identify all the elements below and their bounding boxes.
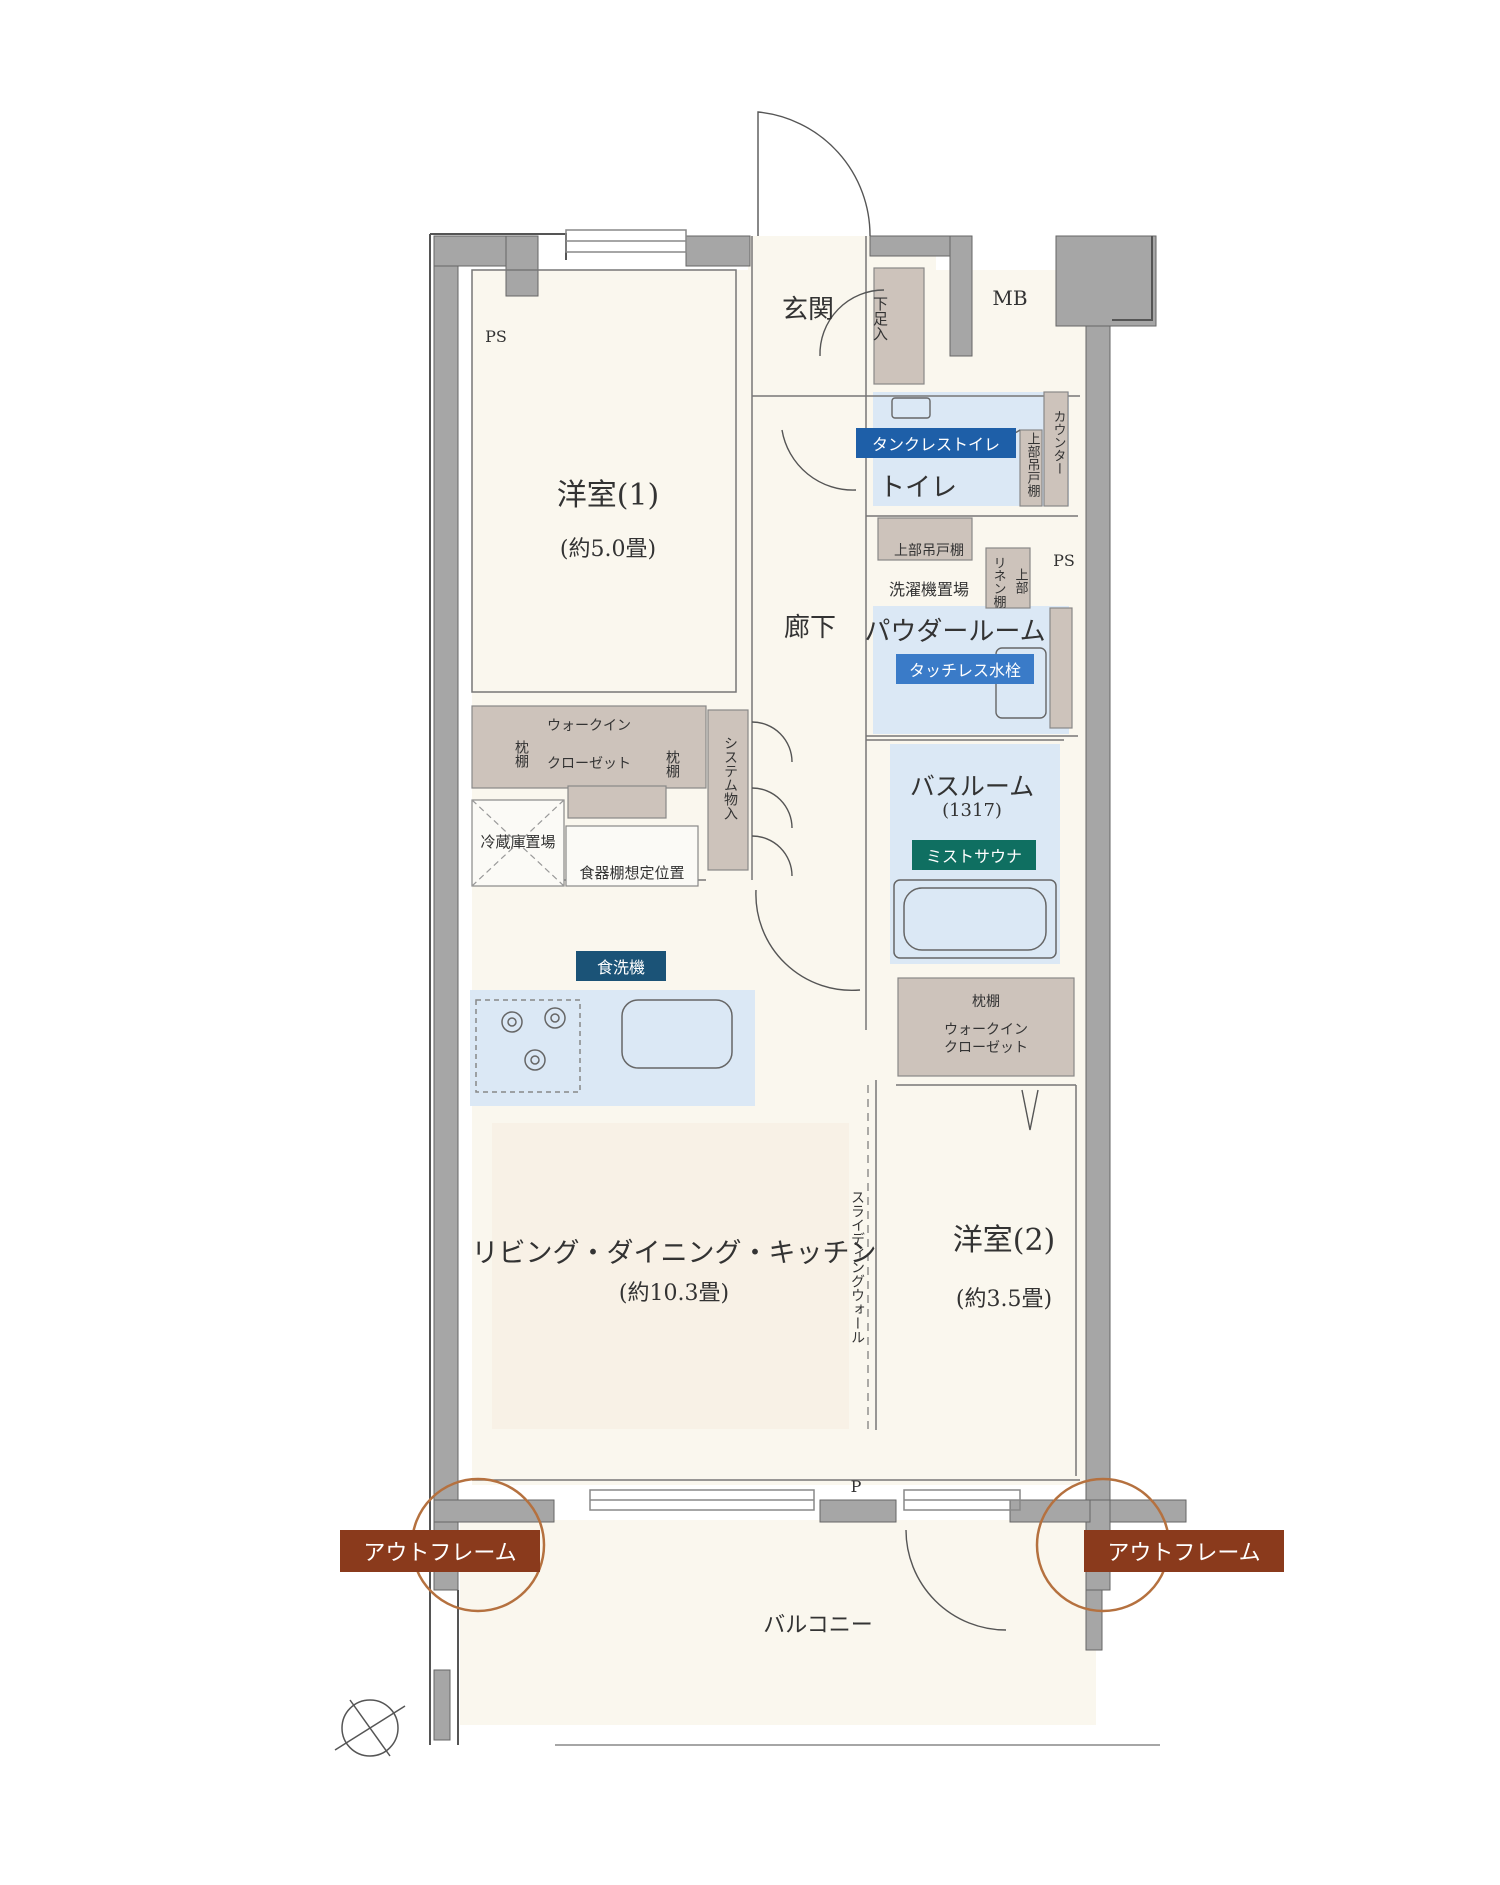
wall-east <box>1085 325 1111 1517</box>
ldk-rug <box>492 1123 849 1429</box>
label-wic2b: クローゼット <box>944 1040 1028 1056</box>
label-system: システム物入 <box>722 736 738 820</box>
north-arrow-icon <box>334 1699 406 1757</box>
label-sliding: スライディングウォール <box>849 1190 865 1344</box>
badge-outframe-left-text: アウトフレーム <box>363 1541 516 1566</box>
badge-dishwasher-text: 食洗機 <box>597 958 645 977</box>
room-powder: パウダールーム <box>864 617 1045 647</box>
vertical-labels: 下足入 カウンター 上部吊戸棚 リネン棚 上部 枕棚 枕棚 システム物入 スライ… <box>513 296 1066 1344</box>
windows <box>565 229 1021 1511</box>
kitchen-sink <box>621 999 733 1069</box>
label-laundry: 洗濯機置場 <box>889 580 969 599</box>
labels: 洋室(1) (約5.0畳) 洋室(2) (約3.5畳) リビング・ダイニング・キ… <box>472 286 1075 1638</box>
label-dish: 食器棚想定位置 <box>579 864 684 882</box>
badge-touchless-text: タッチレス水栓 <box>909 661 1021 680</box>
wic2-block <box>897 977 1075 1077</box>
room-toilet: トイレ <box>879 473 957 503</box>
label-upper-cabinet-laundry: 上部吊戸棚 <box>894 543 964 559</box>
room-western2-size: (約3.5畳) <box>956 1287 1052 1312</box>
label-wic1b: クローゼット <box>547 756 631 772</box>
stove-burners <box>475 999 581 1093</box>
label-fridge: 冷蔵庫置場 <box>480 833 555 851</box>
room-western1-size: (約5.0畳) <box>560 537 656 562</box>
room-bath-size: (1317) <box>942 800 1002 821</box>
label-linen: リネン棚 <box>991 556 1007 608</box>
badge-dishwasher <box>576 951 666 981</box>
label-wic2: ウォークイン <box>944 1022 1028 1038</box>
badge-tankless <box>856 428 1016 458</box>
bathtub <box>893 879 1057 959</box>
entrance-inner-door[interactable] <box>819 289 885 357</box>
badge-tankless-text: タンクレストイレ <box>872 435 1000 454</box>
wall-west <box>433 235 459 1517</box>
label-wic2-pillow: 枕棚 <box>972 994 1000 1010</box>
walls <box>433 235 1187 1741</box>
label-p: P <box>851 1477 862 1496</box>
label-ps-left: PS <box>485 327 507 346</box>
room-western1-name: 洋室(1) <box>557 478 660 513</box>
badge-touchless <box>896 654 1034 684</box>
dish-area <box>565 825 699 887</box>
toilet-door[interactable] <box>781 429 857 491</box>
balcony-door[interactable] <box>905 1529 1007 1631</box>
label-linen-upper: 上部 <box>1013 568 1029 594</box>
partitions <box>471 236 1080 1481</box>
label-wic1: ウォークイン <box>547 718 631 734</box>
room-entrance: 玄関 <box>782 295 834 325</box>
label-pillow-left: 枕棚 <box>513 740 529 768</box>
room-ldk-name: リビング・ダイニング・キッチン <box>472 1238 877 1269</box>
label-counter: カウンター <box>1051 410 1066 475</box>
room-western2-name: 洋室(2) <box>953 1223 1056 1258</box>
badge-mist <box>912 840 1036 870</box>
label-shoe: 下足入 <box>871 296 889 341</box>
badge-mist-text: ミストサウナ <box>926 847 1022 866</box>
badge-outframe-left <box>340 1530 540 1572</box>
front-door[interactable] <box>757 111 871 237</box>
linen-block <box>985 547 1031 609</box>
label-mb: MB <box>992 286 1027 310</box>
room-balcony: バルコニー <box>763 1613 873 1638</box>
system-storage <box>707 709 749 871</box>
room-corridor: 廊下 <box>784 613 836 643</box>
label-ps-right: PS <box>1053 551 1075 570</box>
counter-block <box>1043 391 1069 507</box>
label-pillow-right: 枕棚 <box>664 750 680 778</box>
room-bath-name: バスルーム <box>910 772 1034 801</box>
badge-labels: タンクレストイレ タッチレス水栓 ミストサウナ 食洗機 アウトフレーム アウトフ… <box>363 435 1260 1566</box>
storage-blocks <box>471 267 1075 1077</box>
balcony-floor <box>460 1520 1096 1720</box>
room-ldk-size: (約10.3畳) <box>619 1281 729 1306</box>
badge-outframe-right <box>1084 1530 1284 1572</box>
ldk-door[interactable] <box>755 889 861 992</box>
badge-outframe-right-text: アウトフレーム <box>1107 1541 1260 1566</box>
badges <box>340 428 1284 1572</box>
doors <box>751 111 1039 1631</box>
shoe-storage <box>873 267 925 385</box>
label-upper-cabinet: 上部吊戸棚 <box>1025 432 1041 497</box>
upper-cabinet-block <box>877 517 973 561</box>
